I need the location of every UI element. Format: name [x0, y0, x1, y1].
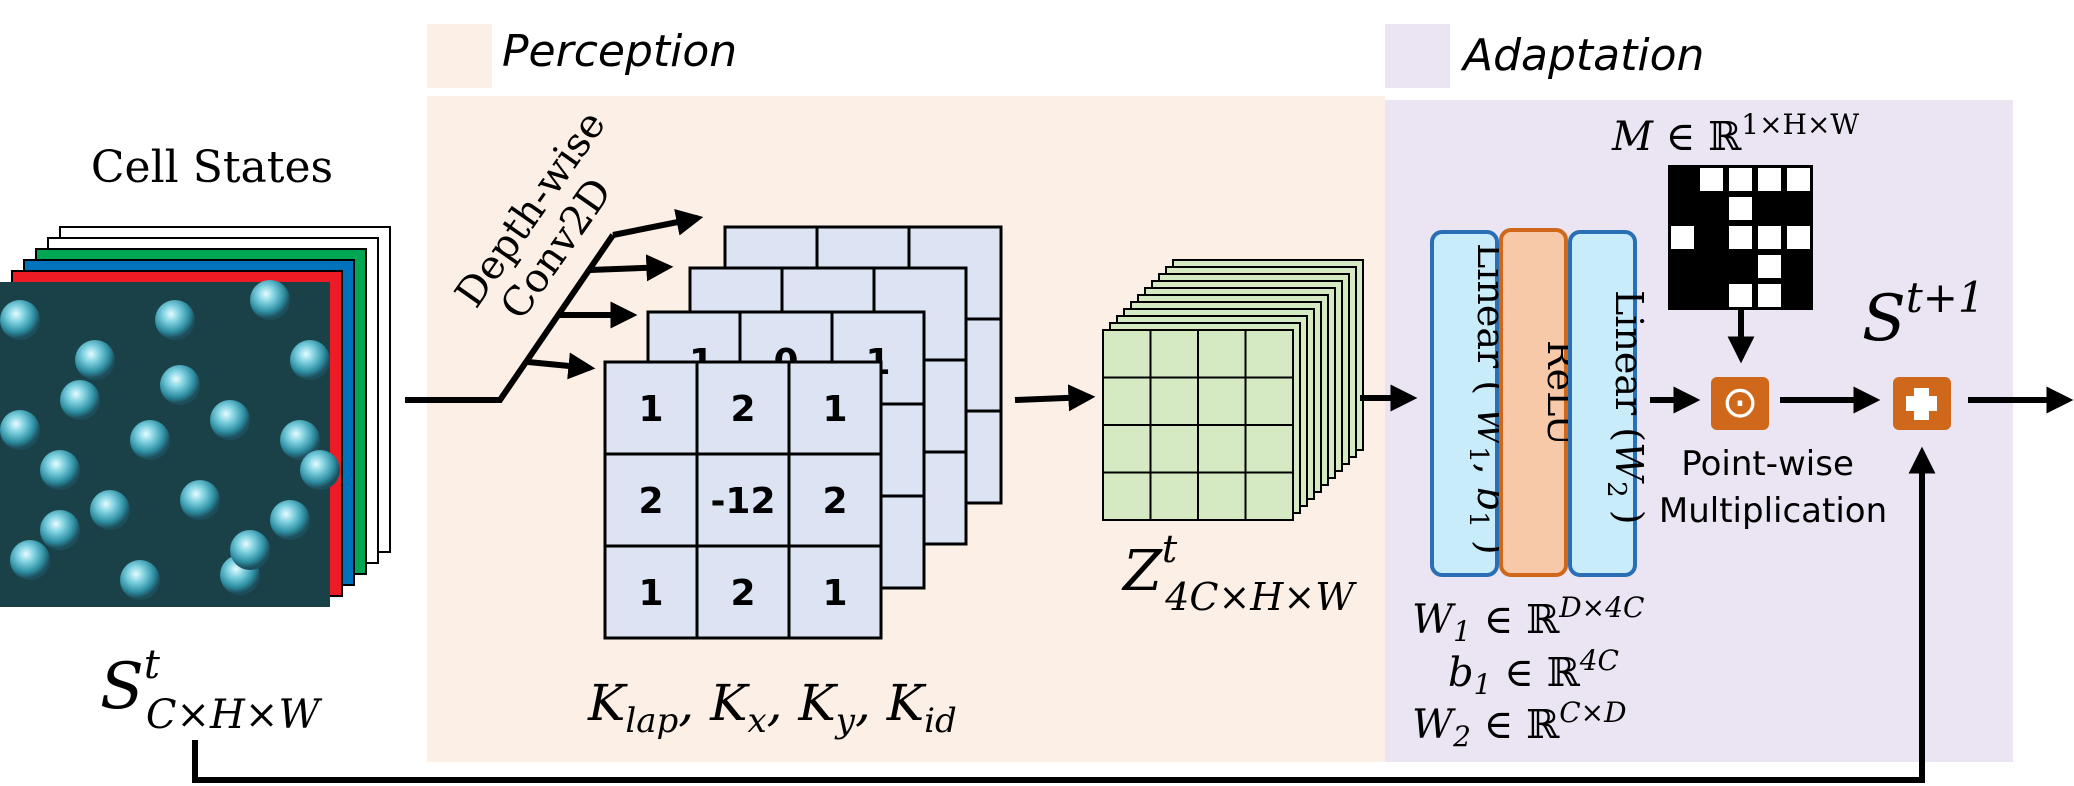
add-icon — [1906, 388, 1937, 420]
cell-states-title: Cell States — [91, 142, 333, 193]
linear2-label: Linear (W2 ) — [1601, 290, 1651, 525]
mask-cell — [1758, 284, 1781, 307]
output-symbol: St+1 — [1862, 273, 1985, 356]
cell-bubble — [0, 410, 40, 450]
cell-bubbles — [0, 280, 340, 600]
cell-bubble — [10, 540, 50, 580]
cell-bubble — [290, 340, 330, 380]
branch-arrow-2 — [589, 254, 674, 282]
cell-bubble — [300, 450, 340, 490]
kernel-value: 1 — [822, 573, 847, 614]
multiply-icon: ⊙ — [1722, 377, 1759, 428]
mask-grid — [1668, 165, 1813, 310]
kernel-caption: Klap, Kx, Ky, Kid — [587, 674, 957, 741]
kernel-value: 2 — [730, 573, 755, 614]
svg-text:b1 ∈ ℝ4C: b1 ∈ ℝ4C — [1448, 644, 1619, 701]
mask-label: M ∈ ℝ1×H×W — [1611, 108, 1859, 160]
branch-arrow-4 — [527, 352, 596, 380]
mlp-params: W1 ∈ ℝD×4C b1 ∈ ℝ4C W2 ∈ ℝC×D — [1412, 591, 1644, 753]
cell-bubble — [0, 300, 40, 340]
linear2-block — [1568, 230, 1637, 577]
kernel-value: 1 — [638, 389, 663, 430]
mask-cell — [1729, 226, 1752, 249]
adaptation-legend-label: Adaptation — [1460, 30, 1704, 81]
cell-bubble — [280, 420, 320, 460]
multiply-box — [1711, 377, 1769, 430]
mask-cell — [1758, 255, 1781, 278]
cell-bubble — [40, 450, 80, 490]
mask-cell — [1787, 226, 1810, 249]
kernel-layer-3: 1 2 1 2 -12 2 1 2 1 — [603, 360, 883, 640]
cell-bubble — [60, 380, 100, 420]
cell-bubble — [75, 340, 115, 380]
mask-cell — [1758, 226, 1781, 249]
perception-legend-label: Perception — [502, 26, 737, 77]
cell-bubble — [90, 490, 130, 530]
svg-text:W1 ∈ ℝD×4C: W1 ∈ ℝD×4C — [1412, 591, 1644, 648]
cell-bubble — [180, 480, 220, 520]
cell-bubble — [130, 420, 170, 460]
z-feature-cube — [1102, 259, 1364, 521]
residual-connection — [192, 446, 1936, 783]
cell-bubble — [160, 365, 200, 405]
cell-bubble — [250, 280, 290, 320]
mask-cell — [1700, 168, 1723, 191]
adaptation-legend-swatch — [1385, 24, 1450, 88]
kernel-value: 2 — [822, 481, 847, 522]
perception-legend-swatch — [427, 24, 492, 88]
cell-bubble — [230, 530, 270, 570]
mask-cell — [1758, 168, 1781, 191]
mask-cell — [1729, 284, 1752, 307]
kernel-value: 2 — [730, 389, 755, 430]
cell-bubble — [155, 300, 195, 340]
arrow-to-z — [1014, 384, 1096, 412]
multiply-label: Point-wise Multiplication — [1659, 444, 1887, 531]
svg-text:W2 ∈ ℝC×D: W2 ∈ ℝC×D — [1412, 696, 1627, 753]
mask-cell — [1671, 226, 1694, 249]
linear1-block — [1430, 230, 1499, 577]
mask-cell — [1729, 197, 1752, 220]
mask-cell — [1787, 168, 1810, 191]
kernel-value: -12 — [710, 481, 775, 522]
relu-block — [1499, 228, 1568, 577]
cell-state-image — [0, 280, 340, 607]
cell-bubble — [40, 510, 80, 550]
input-line — [405, 233, 616, 403]
kernel-value: 1 — [822, 389, 847, 430]
mask-cell — [1729, 168, 1752, 191]
cell-bubble — [210, 400, 250, 440]
cell-bubble — [120, 560, 160, 600]
cell-bubble — [270, 500, 310, 540]
kernel-value: 1 — [638, 573, 663, 614]
kernel-value: 2 — [638, 481, 663, 522]
branch-arrow-1 — [612, 208, 704, 238]
